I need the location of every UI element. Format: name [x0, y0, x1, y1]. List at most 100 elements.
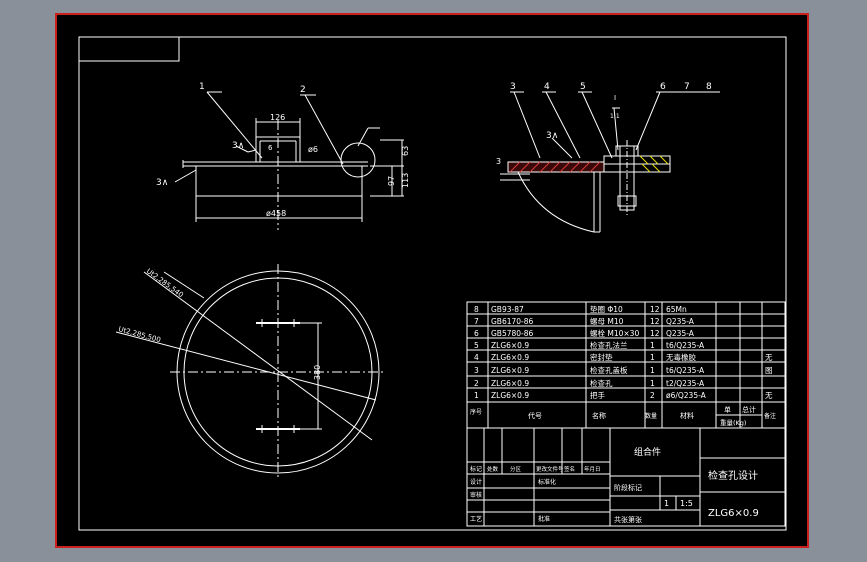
parts-cell-code: ZLG6×0.9 — [491, 379, 529, 388]
parts-cell-name: 密封垫 — [590, 352, 613, 362]
drawing-title: 检查孔设计 — [708, 469, 758, 482]
header-unit-weight: 单 — [724, 405, 731, 414]
parts-cell-no: 1 — [474, 391, 479, 400]
parts-cell-no: 7 — [474, 317, 479, 326]
weld-symbol-side: 3∧ — [156, 178, 168, 188]
parts-cell-material: t6/Q235-A — [666, 341, 705, 350]
drawing-border — [78, 36, 787, 531]
dim-h3: 97 — [387, 176, 396, 186]
parts-cell-qty: 1 — [650, 341, 655, 350]
parts-cell-code: ZLG6×0.9 — [491, 341, 529, 350]
corner-box — [78, 36, 180, 62]
parts-cell-note: 无 — [765, 353, 773, 362]
parts-list-grid — [466, 301, 786, 429]
parts-cell-material: ø6/Q235-A — [666, 391, 707, 400]
tb-qty: 1 — [664, 499, 669, 508]
title-block-grid — [466, 427, 786, 527]
parts-cell-material: t2/Q235-A — [666, 379, 705, 388]
weld-symbol-top: 3∧ — [232, 141, 244, 151]
parts-cell-no: 6 — [474, 329, 479, 338]
parts-cell-name: 检查孔盖板 — [590, 365, 628, 375]
header-qty: 数量 — [645, 412, 657, 420]
parts-cell-material: t6/Q235-A — [666, 366, 705, 375]
dim-diameter: ø458 — [266, 209, 286, 218]
parts-cell-material: Q235-A — [666, 329, 695, 338]
sheet-label: 共张第张 — [614, 515, 642, 524]
scale-label: 1:1 — [610, 113, 620, 120]
parts-cell-material: 65Mn — [666, 305, 687, 314]
col-label-sign: 签名 — [564, 465, 575, 473]
plan-dim-c: 380 — [313, 365, 322, 380]
drawing-code: ZLG6×0.9 — [708, 508, 759, 519]
parts-cell-no: 8 — [474, 305, 479, 314]
parts-cell-name: 垫圈 Φ10 — [590, 304, 623, 314]
header-no: 序号 — [470, 408, 482, 416]
col-label-count: 处数 — [487, 465, 499, 473]
parts-cell-no: 2 — [474, 379, 479, 388]
header-code: 代号 — [528, 411, 542, 420]
header-total-weight: 总计 — [742, 405, 756, 414]
parts-cell-qty: 2 — [650, 391, 655, 400]
detail-leader-3: 3 — [510, 82, 516, 92]
row-label-mark: 标记 — [470, 465, 482, 473]
detail-view-labels: 3 4 5 6 7 8 I 1:1 3∧ 3 — [496, 82, 712, 166]
parts-cell-code: ZLG6×0.9 — [491, 391, 529, 400]
leader-label-2: 2 — [300, 85, 306, 95]
stage-label: 阶段标记 — [614, 483, 642, 492]
row-label-process: 工艺 — [470, 515, 482, 523]
detail-weld-symbol: 3∧ — [546, 131, 558, 141]
parts-cell-no: 3 — [474, 366, 479, 375]
parts-cell-code: GB6170-86 — [491, 317, 534, 326]
parts-cell-no: 4 — [474, 353, 479, 362]
parts-cell-note: 无 — [765, 391, 773, 400]
detail-view — [500, 91, 720, 233]
leader-label-1: 1 — [199, 82, 205, 92]
dim-h2: 113 — [401, 173, 410, 188]
parts-cell-qty: 12 — [650, 317, 660, 326]
parts-cell-code: ZLG6×0.9 — [491, 366, 529, 375]
assembly-label: 组合件 — [634, 446, 661, 458]
parts-cell-name: 检查孔 — [590, 378, 613, 388]
parts-cell-material: Q235-A — [666, 317, 695, 326]
parts-cell-name: 螺栓 M10×30 — [590, 328, 639, 338]
col-label-zone: 分区 — [510, 465, 522, 473]
parts-cell-no: 5 — [474, 341, 479, 350]
approve-label: 批准 — [538, 515, 550, 523]
dim-h1: 63 — [401, 146, 410, 156]
dim-hole: 6 — [268, 144, 273, 152]
tb-scale: 1:5 — [680, 499, 693, 508]
section-label: I — [614, 94, 616, 102]
parts-cell-material: 无毒橡胶 — [666, 352, 696, 362]
col-label-date: 年月日 — [584, 465, 601, 473]
header-note: 备注 — [764, 412, 776, 420]
sheet-background — [55, 13, 809, 548]
row-label-review: 审核 — [470, 491, 482, 499]
front-view-labels: 1 2 3∧ 3∧ 126 6 ø6 ø458 63 113 97 — [156, 82, 410, 218]
dim-small: ø6 — [308, 145, 318, 154]
detail-leader-8: 8 — [706, 82, 712, 92]
parts-cell-qty: 12 — [650, 329, 660, 338]
std-label: 标准化 — [538, 478, 556, 486]
header-name: 名称 — [592, 411, 606, 420]
parts-cell-qty: 12 — [650, 305, 660, 314]
detail-leader-6: 6 — [660, 82, 666, 92]
detail-leader-5: 5 — [580, 82, 586, 92]
parts-cell-qty: 1 — [650, 379, 655, 388]
detail-leader-4: 4 — [544, 82, 550, 92]
parts-cell-name: 检查孔法兰 — [590, 340, 628, 350]
parts-cell-code: GB93-87 — [491, 305, 524, 314]
title-block: 组合件 检查孔设计 ZLG6×0.9 阶段标记 1 1:5 共张第张 标记 设计… — [470, 446, 759, 524]
detail-dim: 3 — [496, 157, 501, 166]
dim-top-width: 126 — [270, 113, 285, 122]
front-view — [174, 91, 404, 230]
detail-leader-7: 7 — [684, 82, 690, 92]
parts-cell-qty: 1 — [650, 366, 655, 375]
parts-cell-qty: 1 — [650, 353, 655, 362]
col-label-file: 更改文件号 — [536, 465, 564, 473]
parts-cell-name: 把手 — [590, 390, 605, 400]
parts-cell-code: ZLG6×0.9 — [491, 353, 529, 362]
parts-list-header: 序号 代号 名称 数量 材料 单 总计 重量(Kg) 备注 — [470, 405, 776, 427]
plan-view — [115, 264, 386, 480]
parts-cell-name: 螺母 M10 — [590, 316, 624, 326]
